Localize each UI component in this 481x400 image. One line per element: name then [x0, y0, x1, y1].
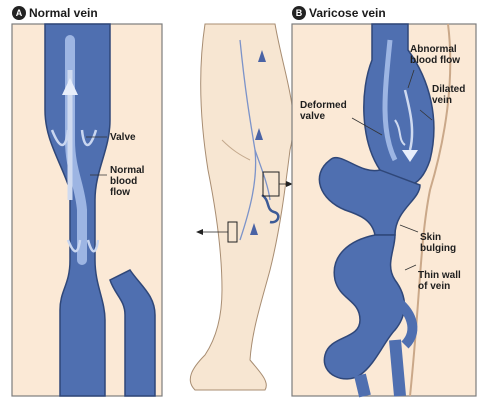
valve-label: Valve [110, 132, 136, 143]
deformed-valve-label: Deformed valve [300, 100, 347, 122]
leg [190, 24, 293, 390]
dilated-vein-label: Dilated vein [432, 84, 465, 106]
abnormal-flow-label: Abnormal blood flow [410, 44, 460, 66]
thin-wall-label: Thin wall of vein [418, 270, 461, 292]
normal-flow-label: Normal blood flow [110, 165, 144, 198]
skin-bulging-label: Skin bulging [420, 232, 456, 254]
